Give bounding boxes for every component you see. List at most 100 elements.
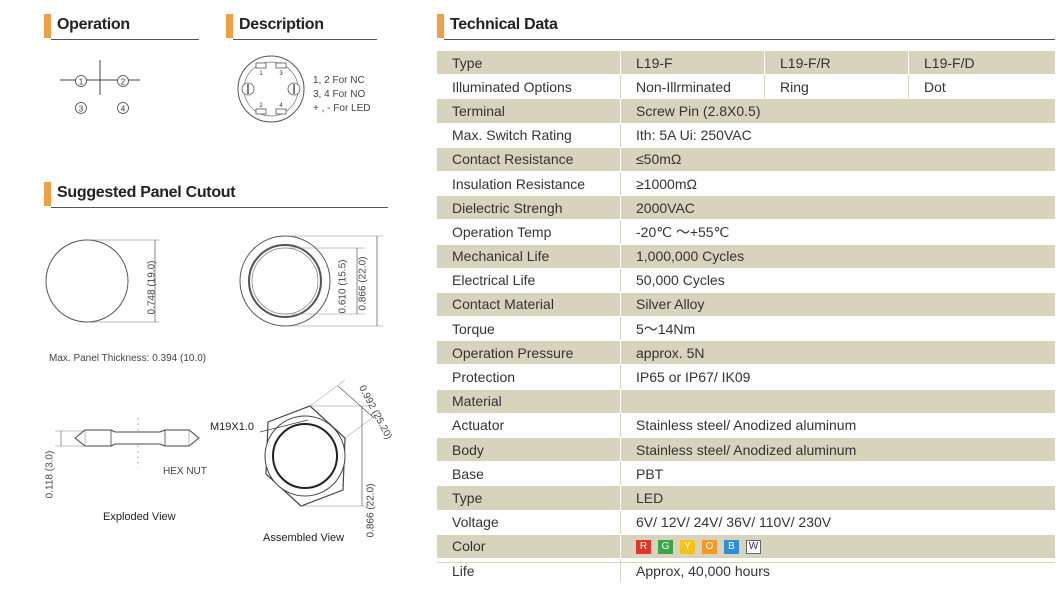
- header-rule: [51, 207, 388, 208]
- terminal-1-label: 1: [79, 78, 84, 87]
- spec-label: Operation Temp: [437, 219, 621, 245]
- accent-bar: [226, 14, 233, 38]
- spec-value: Stainless steel/ Anodized aluminum: [620, 437, 1055, 463]
- spec-value: 6V/ 12V/ 24V/ 36V/ 110V/ 230V: [620, 510, 1055, 535]
- accent-bar: [44, 14, 51, 38]
- exploded-dim-label: 0.118 (3.0): [44, 450, 56, 499]
- spec-label: Contact Material: [437, 292, 621, 318]
- terminal-4-label: 4: [121, 105, 126, 114]
- pin-legend-nc: 1, 2 For NC: [313, 75, 365, 86]
- spec-label: Type: [437, 51, 621, 76]
- table-bottom-rule: [437, 562, 1055, 563]
- spec-value: Stainless steel/ Anodized aluminum: [620, 413, 1055, 439]
- spec-label: Voltage: [437, 510, 621, 535]
- spec-label: Electrical Life: [437, 268, 621, 293]
- cutout-ring-drawing: [239, 235, 383, 327]
- accent-bar: [437, 14, 444, 38]
- spec-label: Actuator: [437, 413, 621, 439]
- spec-value: L19-F: [620, 51, 765, 76]
- spec-value: Ring: [764, 74, 909, 100]
- spec-value: -20℃ ～+55℃: [620, 219, 1055, 245]
- spec-value: PBT: [620, 461, 1055, 487]
- spec-value: ≤50mΩ: [620, 147, 1055, 172]
- spec-label: Base: [437, 461, 621, 487]
- terminal-2-label: 2: [121, 78, 126, 87]
- header-rule: [444, 39, 1055, 40]
- spec-value: 50,000 Cycles: [620, 268, 1055, 293]
- technical-title: Technical Data: [450, 16, 558, 33]
- spec-value: [620, 389, 1055, 414]
- spec-value: Silver Alloy: [620, 292, 1055, 318]
- color-swatch-g: G: [658, 540, 673, 555]
- accent-bar: [44, 182, 51, 206]
- spec-label: Body: [437, 437, 621, 463]
- spec-label: Torque: [437, 316, 621, 342]
- spec-value: 5～14Nm: [620, 316, 1055, 342]
- spec-label: Mechanical Life: [437, 244, 621, 269]
- cutout-dim-label: 0.748 (19.0): [146, 260, 158, 315]
- terminal-3-label: 3: [79, 105, 84, 114]
- spec-label: Terminal: [437, 98, 621, 124]
- operation-title: Operation: [57, 16, 130, 33]
- spec-label: Material: [437, 389, 621, 414]
- exploded-view-drawing: [55, 418, 200, 468]
- panel-thickness-note: Max. Panel Thickness: 0.394 (10.0): [49, 353, 207, 364]
- spec-value: L19-F/D: [908, 51, 1055, 76]
- cutout-title: Suggested Panel Cutout: [57, 184, 236, 201]
- pin-label: 1: [259, 71, 263, 77]
- terminal-4: [117, 102, 129, 114]
- header-rule: [51, 39, 199, 40]
- spec-value: Ith: 5A Ui: 250VAC: [620, 123, 1055, 148]
- spec-label: Max. Switch Rating: [437, 123, 621, 148]
- spec-value: ≥1000mΩ: [620, 171, 1055, 197]
- spec-label: Contact Resistance: [437, 147, 621, 172]
- exploded-view-caption: Exploded View: [103, 511, 176, 523]
- terminal-2: [117, 75, 129, 87]
- terminal-1: [75, 75, 87, 87]
- table-row: Material: [437, 389, 1055, 414]
- terminal-3: [75, 102, 87, 114]
- spec-label: Insulation Resistance: [437, 171, 621, 197]
- thread-label: M19X1.0: [210, 421, 255, 433]
- spec-value: IP65 or IP67/ IK09: [620, 364, 1055, 390]
- table-row: Contact Resistance≤50mΩ: [437, 147, 1055, 172]
- color-swatch-y: Y: [680, 540, 695, 555]
- pin-legend-led: + , - For LED: [313, 103, 371, 114]
- spec-value: L19-F/R: [764, 51, 909, 76]
- color-swatch-w: W: [746, 540, 761, 555]
- spec-label: Color: [437, 534, 621, 559]
- color-swatch-b: B: [724, 540, 739, 555]
- spec-value: Non-Illrminated: [620, 74, 765, 100]
- table-row: Operation Temp-20℃ ～+55℃: [437, 219, 1055, 245]
- pin-layout-diagram: 1 3 2 4: [237, 55, 305, 123]
- assembled-view-drawing: [259, 380, 381, 507]
- spec-label: Illuminated Options: [437, 74, 621, 100]
- cutout-inner-dim-label: 0.610 (15.5): [337, 259, 349, 314]
- spec-value: Screw Pin (2.8X0.5): [620, 98, 1055, 124]
- cutout-circle-drawing: [45, 239, 159, 323]
- pin-label: 4: [279, 103, 283, 109]
- spec-value: 1,000,000 Cycles: [620, 244, 1055, 269]
- spec-label: Dielectric Strengh: [437, 195, 621, 221]
- pin-legend-no: 3, 4 For NO: [313, 89, 366, 100]
- hex-nut-label: HEX NUT: [163, 466, 207, 477]
- operation-schematic: 1 2 3 4: [60, 60, 140, 114]
